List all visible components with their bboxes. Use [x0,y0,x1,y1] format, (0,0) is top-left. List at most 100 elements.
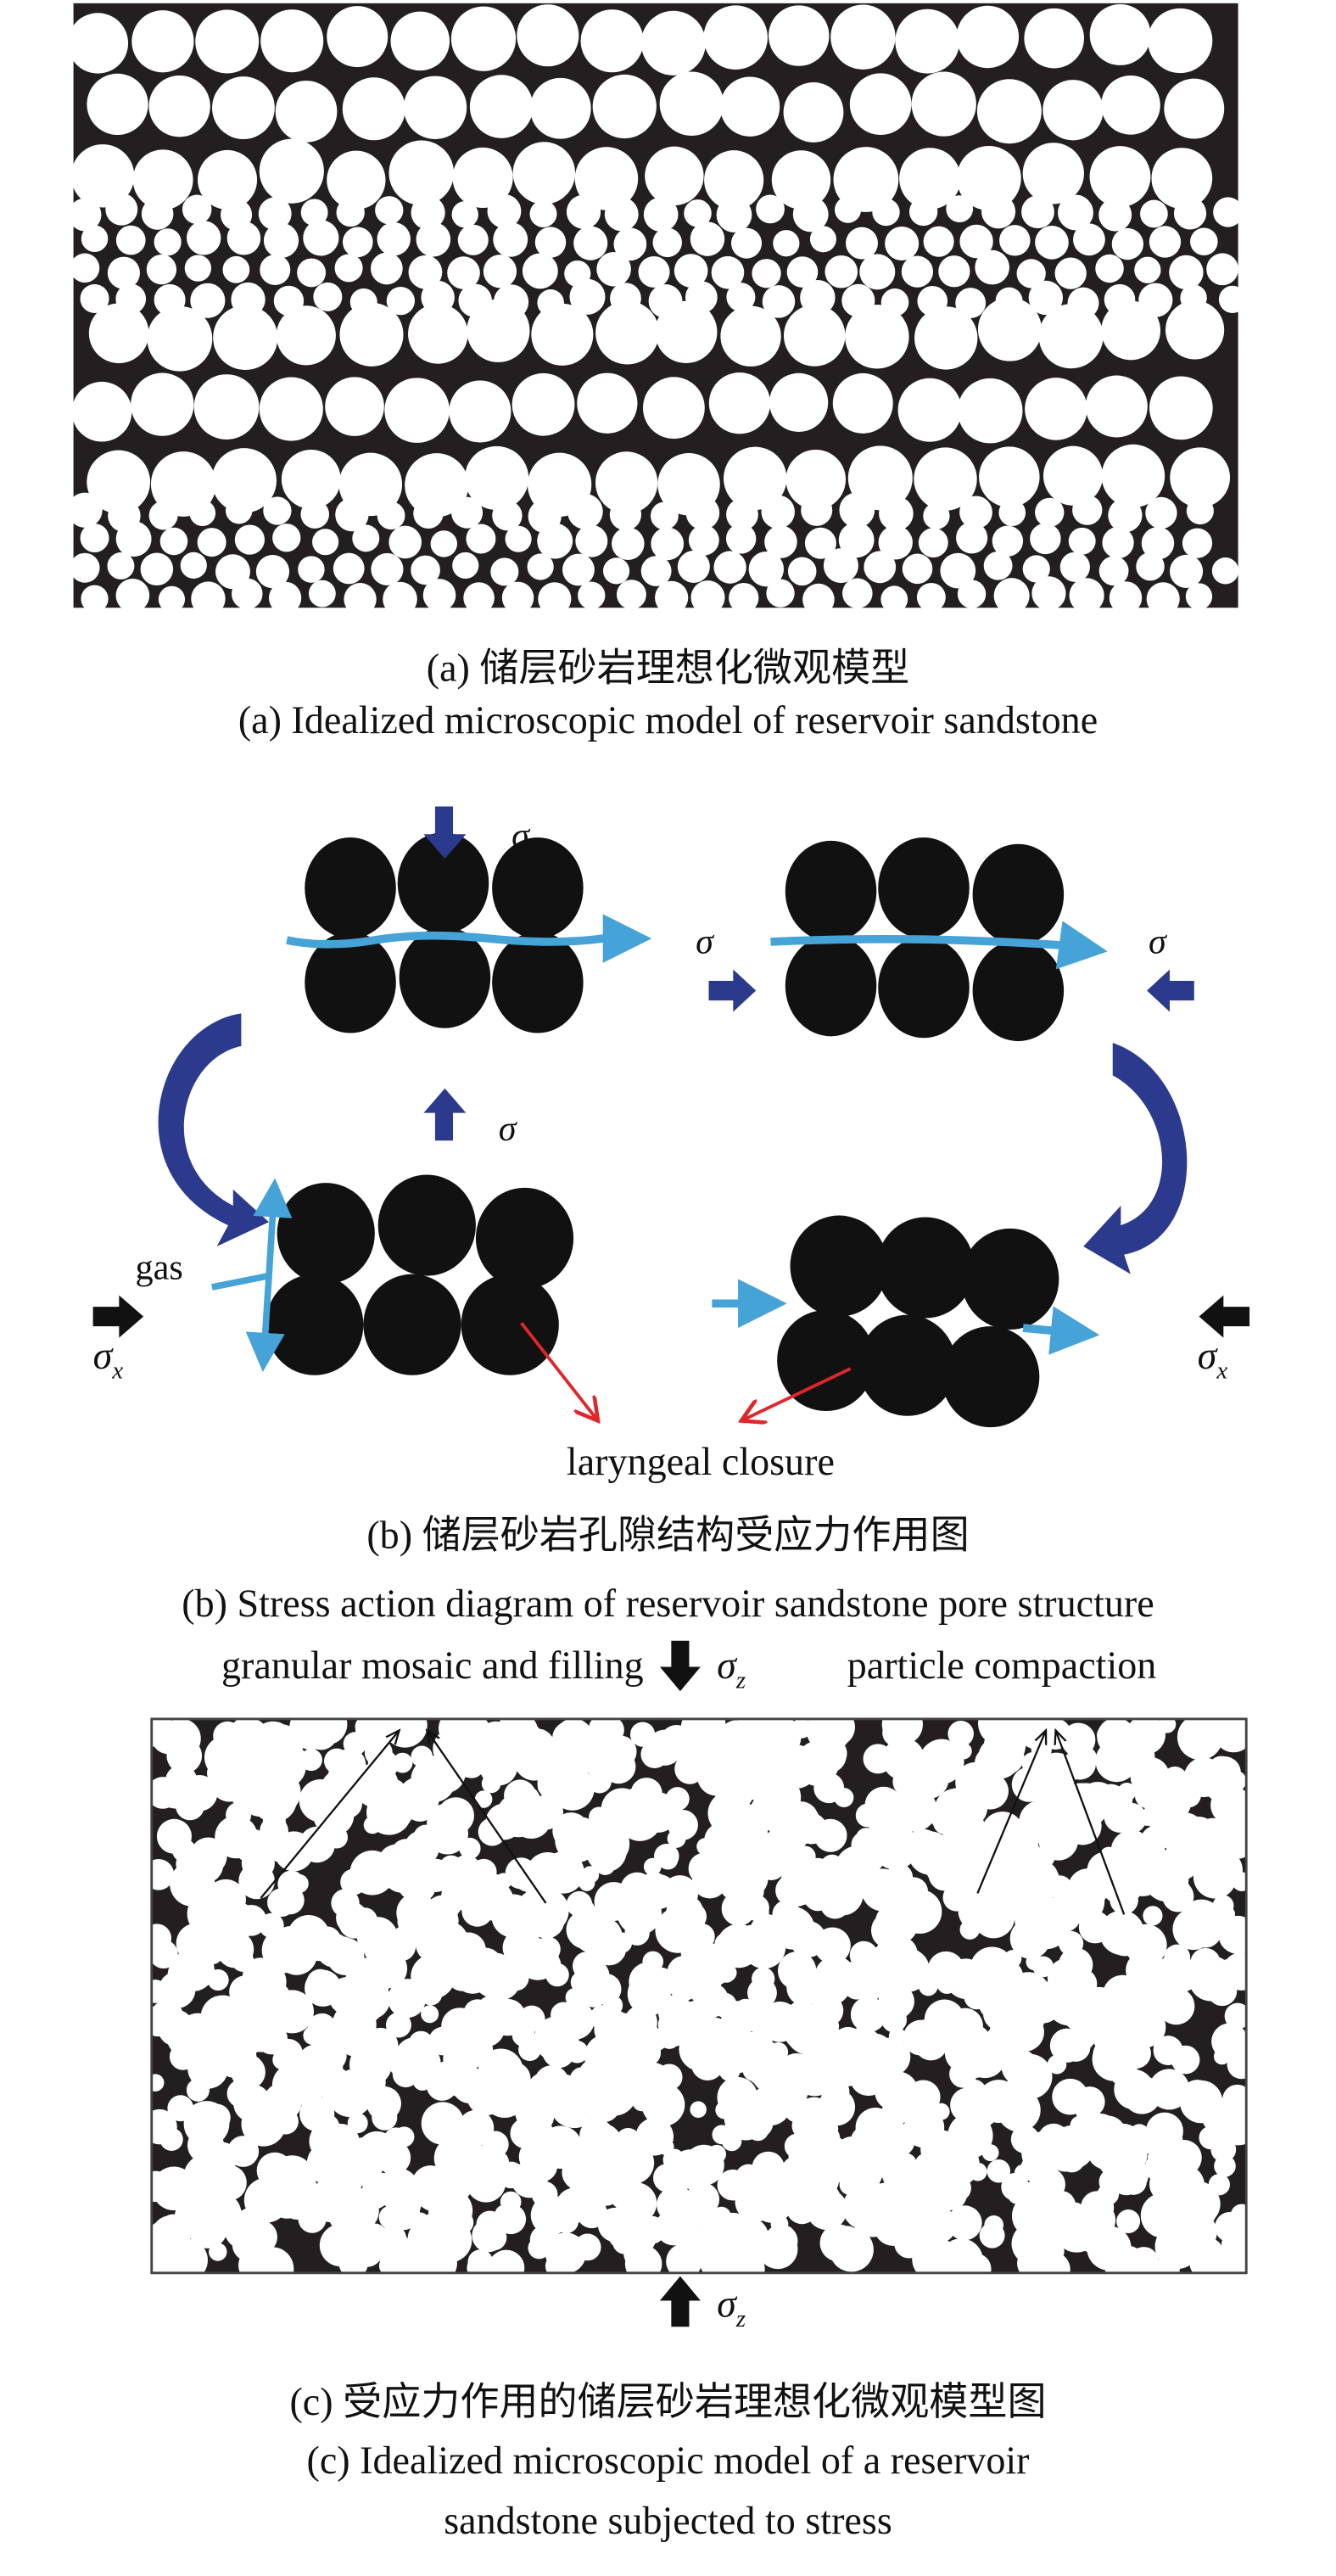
grain [472,1952,517,1998]
grain [539,2125,583,2170]
grain [975,249,1010,285]
grain [421,280,455,315]
grain [839,492,875,528]
grain [1122,1859,1145,1882]
transition-arrow-left-icon [158,1013,270,1247]
grain [1111,227,1143,260]
grain [408,304,468,364]
grain [908,197,938,227]
grain [1136,552,1165,581]
grain [349,288,377,316]
grain [1186,497,1214,525]
compaction-pointer-1 [976,1730,1046,1894]
grain [1180,284,1207,311]
grain [927,1951,965,1989]
grain [475,1187,574,1289]
grain [352,524,380,552]
grain [612,527,645,560]
grain [691,2017,735,2060]
grain [816,1707,855,1747]
grain [690,2101,707,2119]
sigma-label-right: σ [1149,921,1168,961]
grain [724,446,787,511]
grain [979,446,1040,507]
grain [493,284,529,320]
grain [1223,1774,1244,1795]
grain [659,2029,679,2049]
grain [1069,578,1104,613]
grain [1043,80,1104,141]
grain [574,1958,610,1994]
grain [336,198,365,227]
grain [235,1905,267,1936]
grain [305,1969,342,2007]
grain [995,287,1023,315]
grain [325,377,384,436]
grain [567,493,603,529]
grain [461,1274,559,1375]
grain [984,2215,1004,2235]
grain [514,2028,534,2047]
grain [352,1907,377,1933]
grain [1059,552,1090,582]
grain [1074,2086,1105,2118]
grain [959,1919,981,1940]
grain [531,303,594,366]
grain [255,554,290,589]
grain [1108,498,1143,533]
grain [1221,2224,1265,2267]
grain [802,583,835,616]
grain [756,194,785,224]
grain [259,138,324,204]
grain [777,1309,875,1411]
grain [411,555,440,585]
grain [146,254,177,285]
grain [464,2036,494,2065]
grain [430,530,457,557]
grain [231,282,266,317]
grain [1067,287,1099,319]
grain [151,1999,183,2032]
grain [883,1723,901,1740]
grain [271,2063,316,2107]
grain [140,2170,171,2203]
grain [752,259,781,288]
grain [534,2065,569,2101]
grain [542,2035,576,2069]
grain [148,1940,178,1969]
grain [1116,2209,1141,2234]
grain [808,2136,852,2178]
grain [1215,1958,1246,1991]
grain [414,1772,434,1792]
grain [651,527,685,561]
grain [999,1973,1025,1998]
grain [589,1904,616,1931]
grain [371,552,404,585]
grain [249,2247,294,2291]
grain [215,1815,258,1859]
grain [70,144,135,208]
grain [858,1314,957,1416]
grain [1016,259,1046,288]
grain [391,2248,423,2280]
grain [258,197,292,231]
grain [800,279,836,316]
grain [1101,75,1160,135]
panel-c-stressed-model: granular mosaic and filling particle com… [92,1295,1265,2332]
grain [303,220,339,256]
grain [787,557,817,586]
grain [187,221,221,255]
grain [271,1990,314,2034]
grain [397,832,489,934]
grain [1073,223,1105,256]
grain [363,1274,461,1375]
grain [748,551,785,587]
grain [342,77,405,141]
grain [574,147,639,210]
grain [657,1850,679,1870]
grain [1085,375,1148,438]
grain [783,1745,808,1771]
grain [107,256,141,289]
grain [977,1822,1009,1854]
grain [484,2150,510,2176]
